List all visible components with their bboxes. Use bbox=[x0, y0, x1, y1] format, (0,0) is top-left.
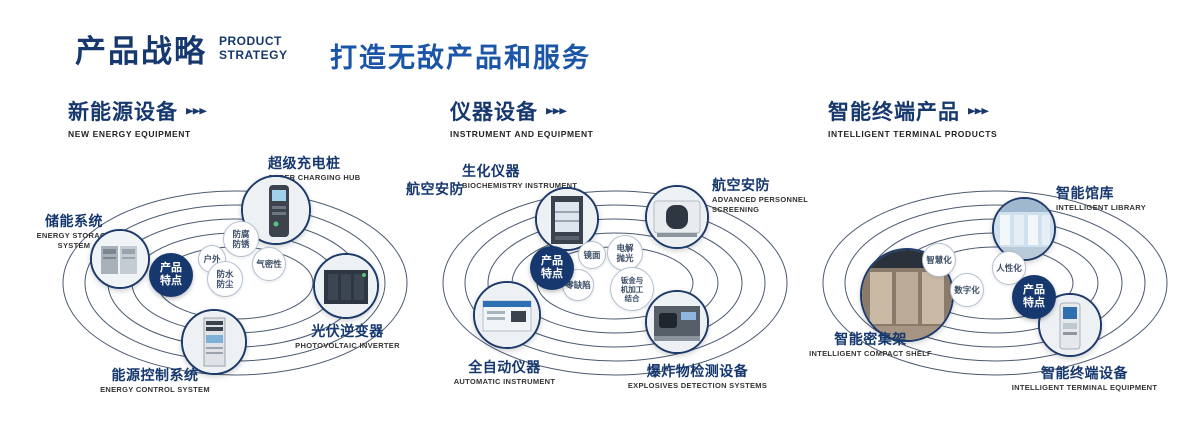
triple-arrow-icon: ▶▶▶ bbox=[186, 106, 207, 116]
feature-bubble: 智慧化 bbox=[922, 243, 956, 277]
feature-bubble: 防水防尘 bbox=[207, 261, 243, 297]
label-intelligent-library: 智能馆库 INTELLIGENT LIBRARY bbox=[1056, 185, 1147, 212]
feature-bubble: 数字化 bbox=[950, 273, 984, 307]
label-compact-shelf: 智能密集架 INTELLIGENT COMPACT SHELF bbox=[809, 331, 932, 358]
orbit-rings bbox=[442, 190, 788, 376]
section-header-intelligent-terminal: 智能终端产品 ▶▶▶ INTELLIGENT TERMINAL PRODUCTS bbox=[828, 96, 997, 139]
diagram-intelligent-terminal: 智能馆库 INTELLIGENT LIBRARY 智能密集架 INTELLIGE… bbox=[800, 155, 1200, 410]
intelligent-library-image bbox=[994, 199, 1054, 259]
intelligent-library-node bbox=[992, 197, 1056, 261]
pv-inverter-node bbox=[313, 253, 379, 319]
feature-bubble: 气密性 bbox=[252, 247, 286, 281]
label-energy-storage: 储能系统 ENERGY STORAGE SYSTEM bbox=[36, 213, 112, 250]
page-title-en: PRODUCT STRATEGY bbox=[219, 33, 288, 62]
label-aviation-security-side: 航空安防 bbox=[406, 181, 464, 197]
label-pv-inverter: 光伏逆变器 PHOTOVOLTAIC INVERTER bbox=[295, 323, 400, 350]
feature-bubble: 电解抛光 bbox=[607, 235, 643, 271]
biochemistry-node bbox=[535, 187, 599, 251]
automatic-instrument-node bbox=[473, 281, 541, 349]
energy-storage-image bbox=[92, 231, 148, 287]
feature-bubble: 防腐防锈 bbox=[223, 221, 259, 257]
section-subtitle: INSTRUMENT AND EQUIPMENT bbox=[450, 129, 594, 139]
pv-inverter-image bbox=[315, 255, 377, 317]
product-features-badge: 产品特点 bbox=[149, 253, 193, 297]
personnel-screening-node bbox=[645, 185, 709, 249]
feature-bubble: 镜面 bbox=[578, 241, 606, 269]
energy-control-image bbox=[183, 311, 245, 373]
diagram-new-energy: 储能系统 ENERGY STORAGE SYSTEM 超级充电桩 SUPER C… bbox=[37, 155, 440, 410]
section-subtitle: NEW ENERGY EQUIPMENT bbox=[68, 129, 191, 139]
label-personnel-screening: 航空安防 ADVANCED PERSONNEL SCREENING bbox=[712, 177, 808, 214]
section-header-new-energy: 新能源设备 ▶▶▶ NEW ENERGY EQUIPMENT bbox=[68, 96, 207, 139]
personnel-screening-image bbox=[647, 187, 707, 247]
section-header-instruments: 仪器设备 ▶▶▶ INSTRUMENT AND EQUIPMENT bbox=[450, 96, 593, 139]
section-title: 仪器设备 bbox=[450, 101, 538, 124]
product-features-badge: 产品特点 bbox=[530, 246, 574, 290]
page-title: 产品战略 bbox=[75, 34, 207, 69]
section-subtitle: INTELLIGENT TERMINAL PRODUCTS bbox=[828, 129, 998, 139]
explosives-detection-image bbox=[647, 292, 707, 352]
automatic-instrument-image bbox=[475, 283, 539, 347]
section-title: 智能终端产品 bbox=[828, 101, 960, 124]
explosives-detection-node bbox=[645, 290, 709, 354]
label-automatic-instrument: 全自动仪器 AUTOMATIC INSTRUMENT bbox=[453, 359, 556, 386]
label-energy-control: 能源控制系统 ENERGY CONTROL SYSTEM bbox=[100, 367, 210, 394]
product-features-badge: 产品特点 bbox=[1012, 275, 1056, 319]
energy-control-node bbox=[181, 309, 247, 375]
label-explosives-detection: 爆炸物检测设备 EXPLOSIVES DETECTION SYSTEMS bbox=[627, 363, 768, 390]
label-terminal-equipment: 智能终端设备 INTELLIGENT TERMINAL EQUIPMENT bbox=[1011, 365, 1158, 392]
page-header: 产品战略 PRODUCT STRATEGY bbox=[75, 26, 287, 71]
feature-bubble: 钣金与机加工结合 bbox=[610, 267, 654, 311]
charging-hub-image bbox=[243, 177, 309, 243]
triple-arrow-icon: ▶▶▶ bbox=[968, 106, 989, 116]
label-charging-hub: 超级充电桩 SUPER CHARGING HUB bbox=[268, 155, 361, 182]
slogan: 打造无敌产品和服务 bbox=[330, 43, 591, 73]
biochemistry-image bbox=[537, 189, 597, 249]
energy-storage-node bbox=[90, 229, 150, 289]
triple-arrow-icon: ▶▶▶ bbox=[546, 106, 567, 116]
diagram-instruments: 生化仪器 BIOCHEMISTRY INSTRUMENT 航空安防 bbox=[406, 155, 820, 410]
label-biochemistry: 生化仪器 BIOCHEMISTRY INSTRUMENT bbox=[462, 163, 578, 190]
section-title: 新能源设备 bbox=[68, 101, 178, 124]
